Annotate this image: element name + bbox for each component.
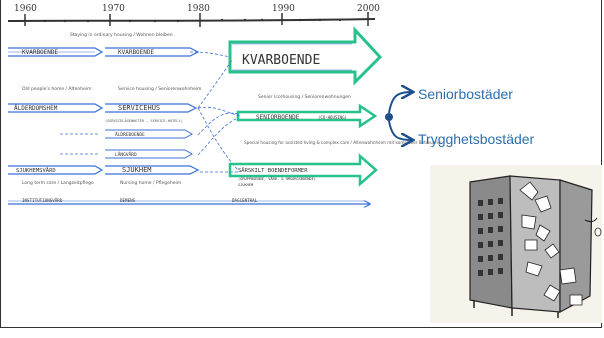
year-1980: 1980 (187, 4, 210, 14)
label-staying: Staying in ordinary housing / Wohnen ble… (70, 32, 173, 38)
label-servicehus-sub: (SERVICELÄGENHETER – SERVICE-HOTELL) (105, 118, 183, 123)
label-nursing-home: Nursing home / Pflegeheim (120, 180, 181, 186)
legend-seniorbostader: Seniorbostäder (418, 86, 513, 102)
label-service-housing: Service housing / Seniorenwohnheim (118, 86, 201, 92)
row-bottom: INSTITUTIONSVÅRD DEMENS DAGCENTRAL (8, 198, 370, 204)
label-kvarboende-2: KVARBOENDE (118, 49, 155, 56)
label-demens: DEMENS (120, 198, 136, 203)
year-1960: 1960 (14, 4, 37, 14)
legend: Seniorbostäder Trygghetsbostäder (385, 86, 535, 147)
green-arrow-sarskilt (228, 153, 378, 187)
label-alderdomshem: ÅLDERDOMSHEM (14, 105, 58, 112)
label-special-housing: Special housing for assisted living & co… (244, 140, 441, 145)
label-aldreboende: ÄLDREBOENDE (115, 131, 145, 138)
year-1990: 1990 (272, 4, 295, 14)
label-dagcentral: DAGCENTRAL (232, 198, 258, 203)
label-sarskilt-sub: (GRUPPBOENDE, VÅRD- & OMSORGSBOENDE) (238, 176, 316, 181)
timeline-axis: 1960 1970 1980 1990 2000 (7, 4, 380, 27)
label-kvarboende-big: KVARBOENDE (242, 53, 320, 68)
wardrobe-illustration (430, 165, 602, 323)
label-seniorboende: SENIORBOENDE (256, 114, 300, 121)
row-intermediate: ÄLDREBOENDE LÅNGVÅRD (60, 129, 194, 159)
label-kvarboende-1: KVARBOENDE (22, 49, 59, 56)
label-sjukhem-top: SJUKHEM (238, 183, 254, 187)
label-servicehus: SERVICEHUS (118, 104, 160, 112)
label-long-term-care: Long term care / Langzeitpflege (22, 180, 94, 186)
legend-trygghetsbostader: Trygghetsbostäder (418, 131, 535, 147)
label-sarskilt: SÄRSKILT BOENDEFORMER (238, 167, 308, 174)
label-sjukhem-bottom: SJUKHEM (122, 166, 152, 174)
row-kvarboende: Staying in ordinary housing / Wohnen ble… (8, 26, 383, 86)
label-seniorboende-sub: (CO-HOUSING) (318, 115, 347, 120)
label-institutionsvard: INSTITUTIONSVÅRD (22, 198, 63, 203)
big-green-arrow-kvarboende (228, 26, 383, 86)
label-sjukhemsvard: SJUKHEMSVÅRD (16, 167, 56, 174)
row-sjukhem: Special housing for assisted living & co… (8, 140, 441, 187)
label-lang-sjukvard: LÅNGVÅRD (115, 151, 137, 158)
green-arrow-seniorboende (236, 103, 378, 129)
year-1970: 1970 (102, 4, 125, 14)
label-old-peoples-home: Old people's home / Altenheim (22, 86, 91, 92)
row-servicehus: Old people's home / Altenheim ÅLDERDOMSH… (8, 86, 378, 129)
year-2000: 2000 (357, 4, 380, 14)
label-senior-cohousing: Senior (co)housing / Seniorenwohnungen (258, 94, 351, 100)
